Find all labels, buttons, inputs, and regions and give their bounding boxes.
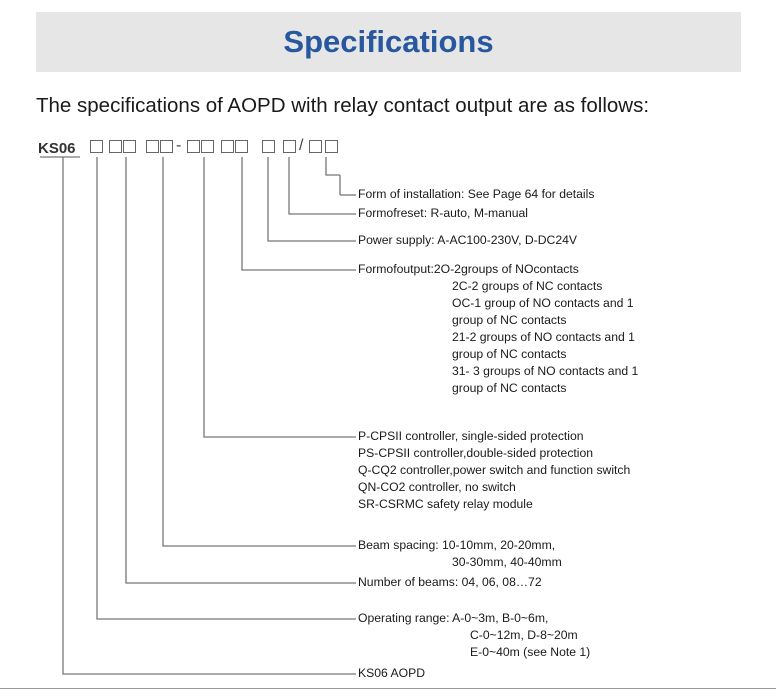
label-controller-line-5: SR-CSRMC safety relay module [358,497,533,511]
label-installation: Form of installation: See Page 64 for de… [358,187,595,201]
code-box-controller-2 [201,140,214,153]
code-box-beams-2 [123,140,136,153]
label-beam-spacing-line-1: Beam spacing: 10-10mm, 20-20mm, [358,538,556,552]
connector-range [96,157,356,620]
label-output-line-5: 21-2 groups of NO contacts and 1 [452,330,635,344]
label-beam-spacing-line-2: 30-30mm, 40-40mm [452,555,562,569]
code-box-output-2 [235,140,248,153]
label-power: Power supply: A-AC100-230V, D-DC24V [358,233,578,247]
model-code-prefix: KS06 [38,140,76,157]
connector-installation [325,157,340,176]
connector-reset [288,157,356,215]
connector-beam-spacing [162,157,356,547]
connector-model [62,157,356,675]
label-controller-line-4: QN-CO2 controller, no switch [358,480,516,494]
code-box-power [262,140,275,153]
code-box-spacing-2 [160,140,173,153]
code-box-beams-1 [109,140,122,153]
label-output-line-8: group of NC contacts [452,381,567,395]
label-controller-line-3: Q-CQ2 controller,power switch and functi… [358,463,631,477]
intro-text: The specifications of AOPD with relay co… [36,94,650,117]
title-banner: Specifications [36,12,741,72]
label-model: KS06 AOPD [358,666,426,680]
code-box-reset [283,140,296,153]
code-slash: / [299,137,304,154]
connector-beams [125,157,356,584]
connector-controller [203,157,356,438]
label-controller-line-1: P-CPSII controller, single-sided protect… [358,429,584,443]
code-dash: - [176,137,182,154]
connector-output [241,157,356,271]
page-title: Specifications [283,24,494,59]
code-box-controller-1 [187,140,200,153]
label-output-line-3: OC-1 group of NO contacts and 1 [452,296,634,310]
code-box-output-1 [221,140,234,153]
label-output-line-7: 31- 3 groups of NO contacts and 1 [452,364,639,378]
code-box-spacing-1 [146,140,159,153]
label-output-line-2: 2C-2 groups of NC contacts [452,279,603,293]
label-reset: Formofreset: R-auto, M-manual [358,206,529,220]
code-box-install-2 [325,140,338,153]
footer-divider [0,688,776,689]
code-box-range [90,140,103,153]
connector-power [267,157,356,242]
label-output-line-1: Formofoutput:2O-2groups of NOcontacts [358,262,579,276]
label-output-line-4: group of NC contacts [452,313,567,327]
label-controller-line-2: PS-CPSII controller,double-sided protect… [358,446,594,460]
label-range-line-2: C-0~12m, D-8~20m [470,628,578,642]
label-beams: Number of beams: 04, 06, 08…72 [358,575,542,589]
code-box-install-1 [309,140,322,153]
label-range-line-1: Operating range: A-0~3m, B-0~6m, [358,611,549,625]
label-output-line-6: group of NC contacts [452,347,567,361]
label-range-line-3: E-0~40m (see Note 1) [470,645,591,659]
